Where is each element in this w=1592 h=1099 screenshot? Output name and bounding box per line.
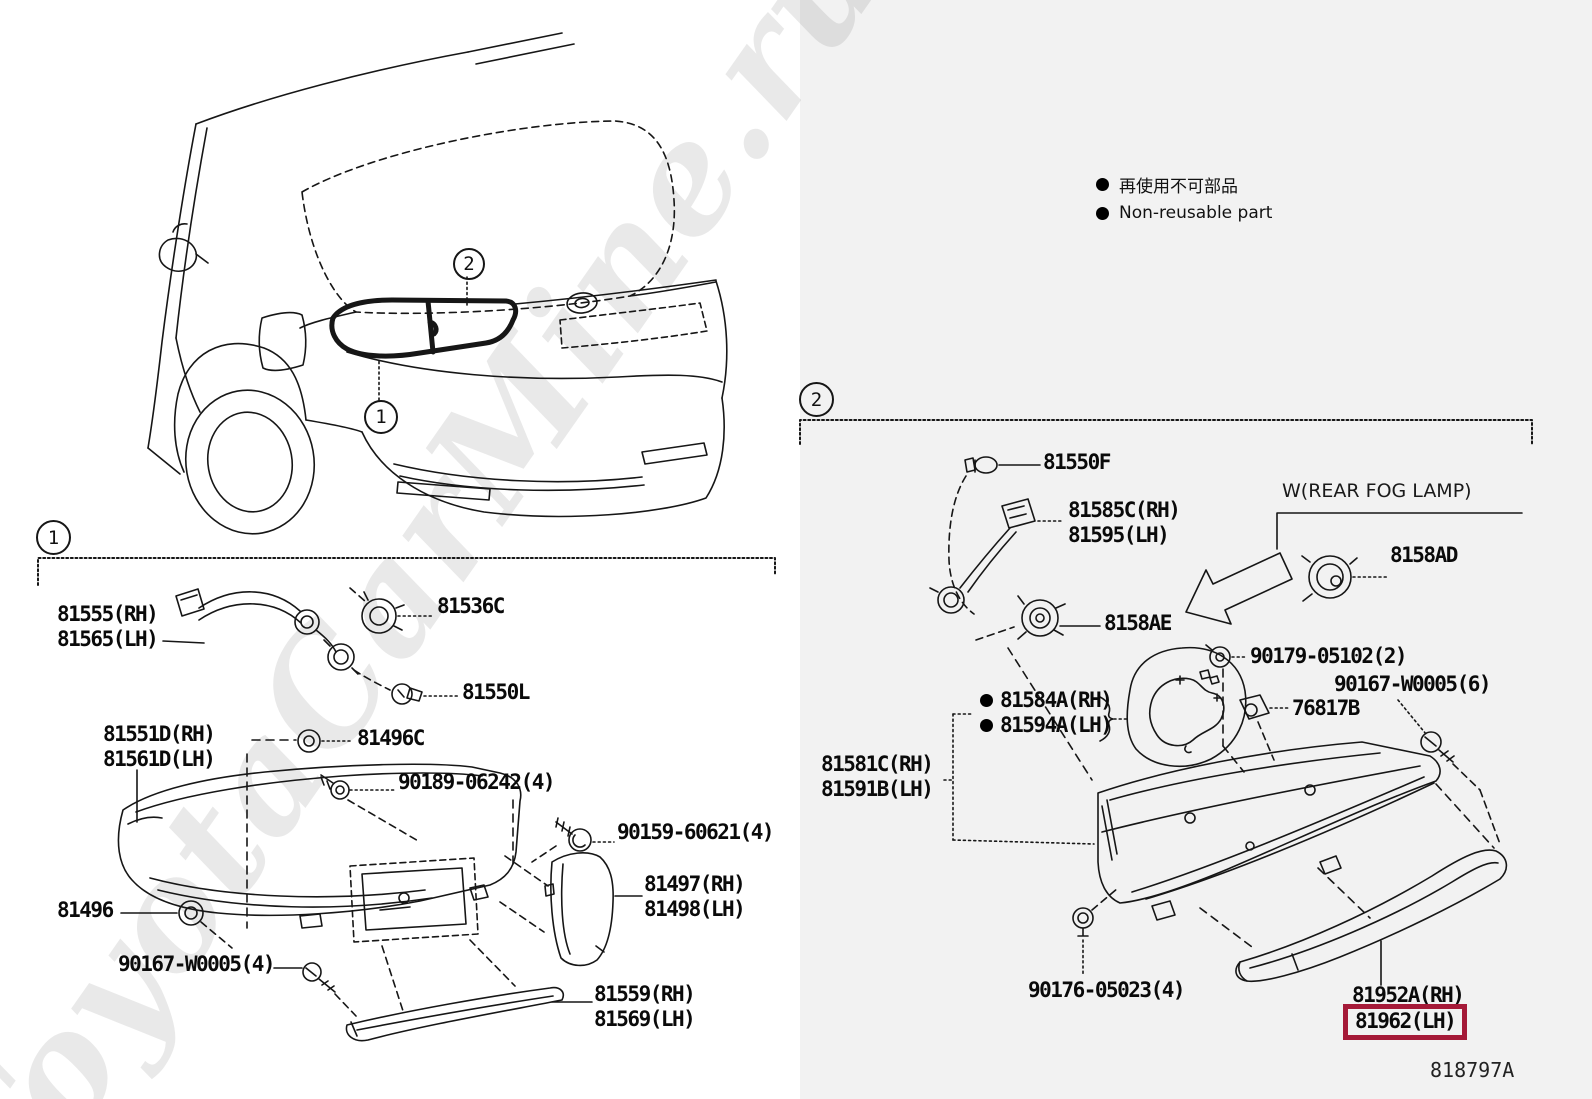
inner-lamp-housing-drawing: [1097, 741, 1441, 921]
bulb-81550F-drawing: [948, 456, 1041, 615]
part-label-81497[interactable]: 81497(RH) 81498(LH): [644, 872, 746, 921]
selected-part-highlight-81962[interactable]: 81962(LH): [1343, 1004, 1468, 1040]
left-panel-background: [0, 0, 800, 1099]
part-label-90189-06242[interactable]: 90189-06242(4): [398, 770, 556, 794]
non-reusable-bullet-icon: [980, 719, 993, 732]
grommet-81496C-drawing: [246, 729, 353, 929]
nut-76817B-drawing: [1239, 694, 1289, 761]
section2-callout: 2: [799, 382, 834, 417]
socket-8158AD-drawing: [1301, 555, 1389, 602]
part-label-76817B[interactable]: 76817B: [1292, 696, 1360, 720]
bolt-90167b-drawing: [1397, 699, 1501, 845]
side-mirror: [158, 237, 198, 272]
gasket-81584A-drawing: [1099, 646, 1247, 768]
section2-bracket: [799, 419, 1533, 445]
part-label-90159-60621[interactable]: 90159-60621(4): [617, 820, 775, 844]
car-callout-2: 2: [453, 248, 485, 280]
screw-90159-drawing: [512, 799, 615, 865]
fuel-door: [258, 311, 307, 372]
fog-lamp-note-bracket: [1276, 512, 1523, 550]
socket-8158AE-drawing: [975, 595, 1101, 781]
tail-lamp-housing-drawing: [117, 763, 549, 1015]
part-label-81952A[interactable]: 81952A(RH): [1352, 983, 1465, 1007]
part-label-8158AE[interactable]: 8158AE: [1104, 611, 1172, 635]
lamp-cord-drawing: [162, 588, 359, 675]
car-drawing: [147, 32, 728, 535]
part-label-81496C[interactable]: 81496C: [357, 726, 425, 750]
part-label-81559[interactable]: 81559(RH) 81569(LH): [594, 982, 696, 1031]
non-reusable-bullet-icon: [1096, 178, 1109, 191]
grommet-81496-drawing: [120, 900, 233, 949]
socket-cord-81585C-drawing: [929, 498, 1063, 614]
part-label-81550F[interactable]: 81550F: [1043, 450, 1111, 474]
part-label-81584A[interactable]: 81584A(RH) 81594A(LH): [980, 688, 1113, 738]
bracket-81497-drawing: [544, 852, 643, 967]
non-reusable-bullet-icon: [980, 694, 993, 707]
direction-arrow: [1185, 552, 1293, 625]
part-label-81551D[interactable]: 81551D(RH) 81561D(LH): [103, 722, 216, 771]
part-label-81581C[interactable]: 81581C(RH) 81591B(LH): [821, 752, 934, 801]
garnish-81952A-drawing: [1199, 783, 1508, 986]
part-label-90179-05102[interactable]: 90179-05102(2): [1250, 644, 1408, 668]
part-label-90167-W0005-6[interactable]: 90167-W0005(6): [1334, 672, 1492, 696]
legend-row-en: Non-reusable part: [1096, 203, 1272, 223]
emblem: [566, 292, 598, 314]
clip-90176-drawing: [1072, 887, 1119, 977]
part-label-81550L[interactable]: 81550L: [462, 680, 530, 704]
car-callout-1: 1: [364, 400, 398, 434]
socket-81536C-drawing: [349, 587, 434, 634]
tail-lamp-outline-bold: [329, 297, 519, 359]
legend: 再使用不可部品 Non-reusable part: [1096, 172, 1272, 229]
bolt-90189-drawing: [320, 774, 421, 843]
fog-lamp-note: W(REAR FOG LAMP): [1282, 480, 1472, 502]
part-label-81555[interactable]: 81555(RH) 81565(LH): [57, 602, 159, 651]
section1-bracket: [37, 557, 776, 586]
legend-row-jp: 再使用不可部品: [1096, 172, 1272, 197]
part-label-8158AD[interactable]: 8158AD: [1390, 543, 1458, 567]
legend-jp-text: 再使用不可部品: [1119, 177, 1238, 197]
part-label-81536C[interactable]: 81536C: [437, 594, 505, 618]
leader-81581C: [943, 713, 1095, 845]
part-label-90167-W0005-4[interactable]: 90167-W0005(4): [118, 952, 276, 976]
screw-90179-drawing: [1205, 644, 1247, 773]
diagram-code: 818797A: [1430, 1058, 1515, 1082]
section1-callout: 1: [36, 520, 71, 555]
non-reusable-bullet-icon: [1096, 206, 1109, 220]
part-label-81585C[interactable]: 81585C(RH) 81595(LH): [1068, 498, 1181, 547]
bolt-90167a-drawing: [273, 962, 357, 1017]
bulb-81550L-drawing: [353, 669, 459, 705]
garnish-81559-drawing: [345, 986, 593, 1042]
rear-wheel: [184, 389, 316, 535]
part-label-81496[interactable]: 81496: [57, 898, 114, 922]
legend-en-text: Non-reusable part: [1119, 203, 1273, 223]
part-label-90176-05023[interactable]: 90176-05023(4): [1028, 978, 1186, 1002]
